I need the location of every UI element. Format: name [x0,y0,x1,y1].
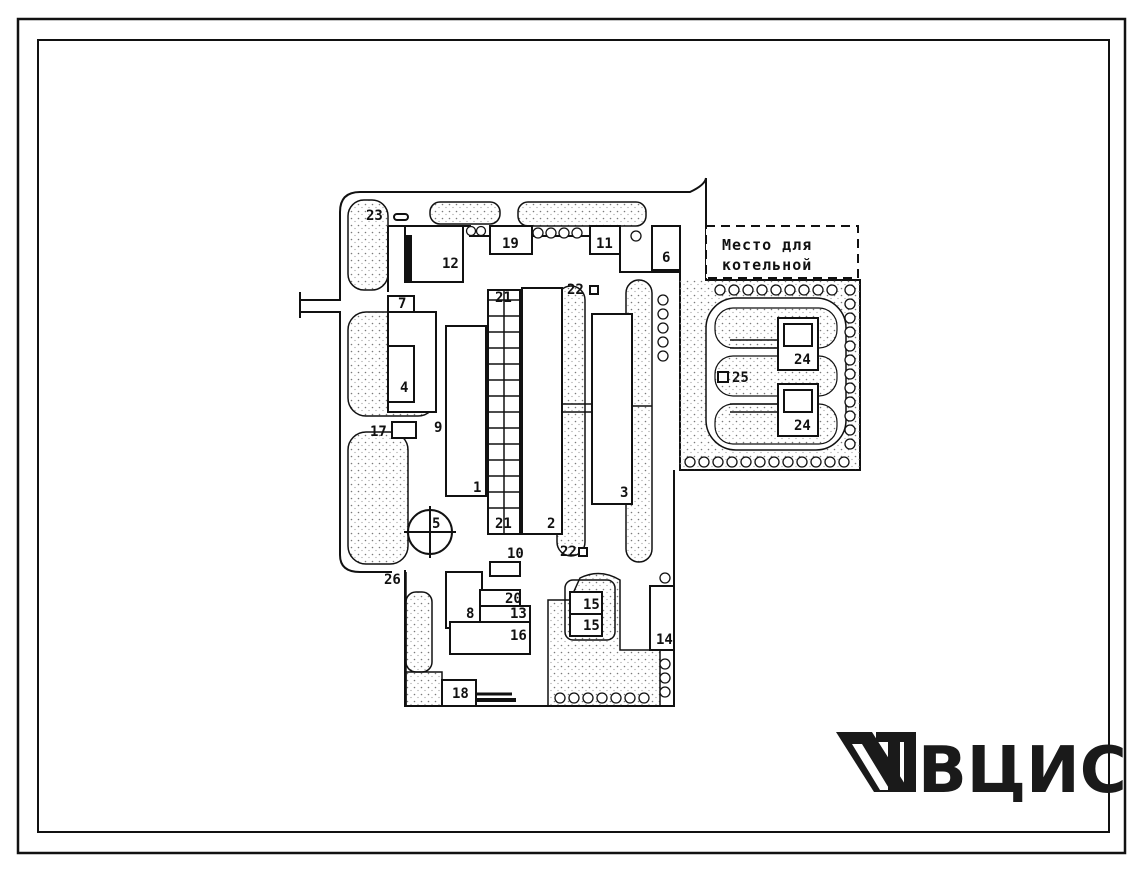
label-5: 5 [432,516,440,532]
label-22a: 22 [567,282,584,298]
vcis-logo-text: ВЦИС [918,734,1127,808]
label-17: 17 [370,424,387,440]
label-2: 2 [547,516,555,532]
structure-5-circle [404,506,456,558]
building-15b [569,613,603,637]
building-17 [391,421,417,439]
building-11 [589,225,621,255]
label-11: 11 [596,236,613,252]
boiler-note-line1: Место для [722,236,812,254]
strip-21-ticks [488,290,520,534]
buildings [387,213,819,707]
building-10 [489,561,521,577]
building-12 [404,225,464,283]
building-4 [387,345,415,403]
boiler-note-line2: котельной [722,256,812,274]
building-1 [445,325,487,497]
label-18: 18 [452,686,469,702]
building-3 [591,313,633,505]
inner-frame [37,39,1110,833]
building-6 [651,225,681,271]
label-22b: 22 [560,544,577,560]
building-19 [489,225,533,255]
building-25 [717,371,729,383]
boiler-area-dashed [705,225,859,279]
label-7: 7 [398,296,406,312]
tree-rows [465,225,856,704]
label-20: 20 [505,591,522,607]
label-13: 13 [510,606,527,622]
label-23: 23 [366,208,383,224]
label-26: 26 [384,572,401,588]
building-23 [393,213,409,221]
label-1: 1 [473,480,481,496]
vcis-logo-mark [836,732,916,792]
outer-frame [16,17,1127,855]
building-22b [578,547,588,557]
label-3: 3 [620,485,628,501]
label-24a: 24 [794,352,811,368]
building-14 [649,585,675,651]
building-16 [449,621,531,655]
site-road-outline [299,177,707,573]
label-21a: 21 [495,290,512,306]
label-25: 25 [732,370,749,386]
label-4: 4 [400,380,408,396]
building-18 [441,679,477,707]
building-8 [445,571,483,629]
label-15b: 15 [583,618,600,634]
vcis-logo: ВЦИС [836,732,1127,808]
label-16: 16 [510,628,527,644]
label-12: 12 [442,256,459,272]
label-24b: 24 [794,418,811,434]
label-6: 6 [662,250,670,266]
label-15a: 15 [583,597,600,613]
label-19: 19 [502,236,519,252]
label-14: 14 [656,632,673,648]
label-10: 10 [507,546,524,562]
label-9: 9 [434,420,442,436]
building-labels: 1 2 3 4 5 6 7 8 9 10 11 12 13 14 15 15 1… [366,208,811,702]
building-2 [521,287,563,535]
site-lines [405,339,778,706]
label-21b: 21 [495,516,512,532]
building-22a [589,285,599,295]
label-8: 8 [466,606,474,622]
